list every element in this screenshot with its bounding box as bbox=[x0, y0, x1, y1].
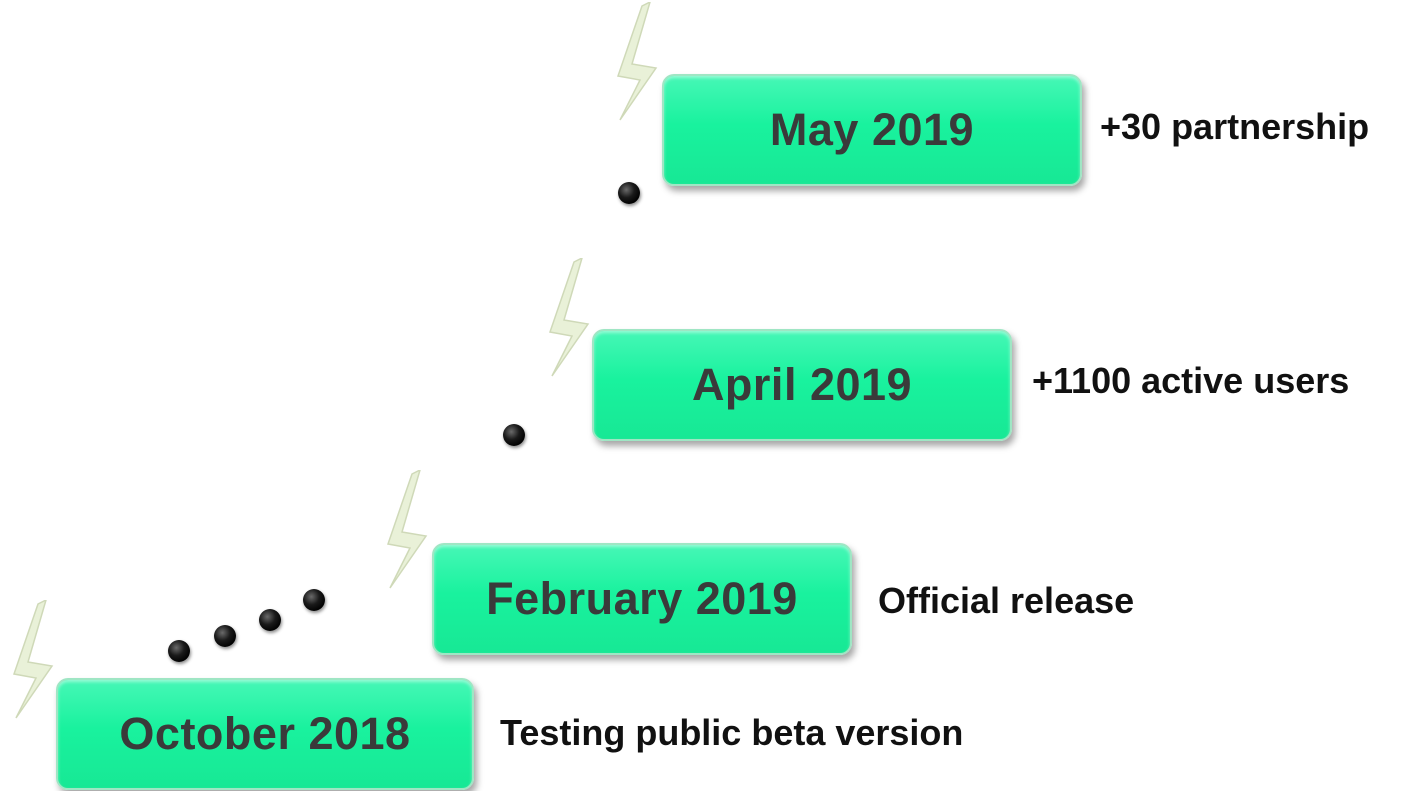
milestone-description: +1100 active users bbox=[1032, 360, 1350, 401]
lightning-bolt-icon bbox=[549, 258, 590, 377]
bullet-dot bbox=[303, 589, 325, 611]
bullet-dot bbox=[259, 609, 281, 631]
milestone-description: Testing public beta version bbox=[500, 712, 964, 753]
lightning-bolt-icon bbox=[617, 2, 658, 121]
milestone-description: Official release bbox=[878, 580, 1135, 621]
milestone-box-may-2019: May 2019 bbox=[662, 74, 1082, 186]
bullet-dot bbox=[618, 182, 640, 204]
bullet-dot bbox=[168, 640, 190, 662]
milestone-date: May 2019 bbox=[769, 104, 975, 155]
lightning-bolt-icon bbox=[13, 600, 54, 719]
milestone-date: February 2019 bbox=[486, 573, 798, 624]
milestone-date: October 2018 bbox=[119, 708, 411, 759]
bullet-dot bbox=[503, 424, 525, 446]
milestone-box-february-2019: February 2019 bbox=[432, 543, 852, 655]
lightning-bolt-icon bbox=[387, 470, 428, 589]
milestone-date: April 2019 bbox=[691, 359, 913, 410]
milestone-box-october-2018: October 2018 bbox=[56, 678, 474, 790]
milestone-description: +30 partnership bbox=[1100, 106, 1370, 147]
bullet-dot bbox=[214, 625, 236, 647]
milestone-box-april-2019: April 2019 bbox=[592, 329, 1012, 441]
